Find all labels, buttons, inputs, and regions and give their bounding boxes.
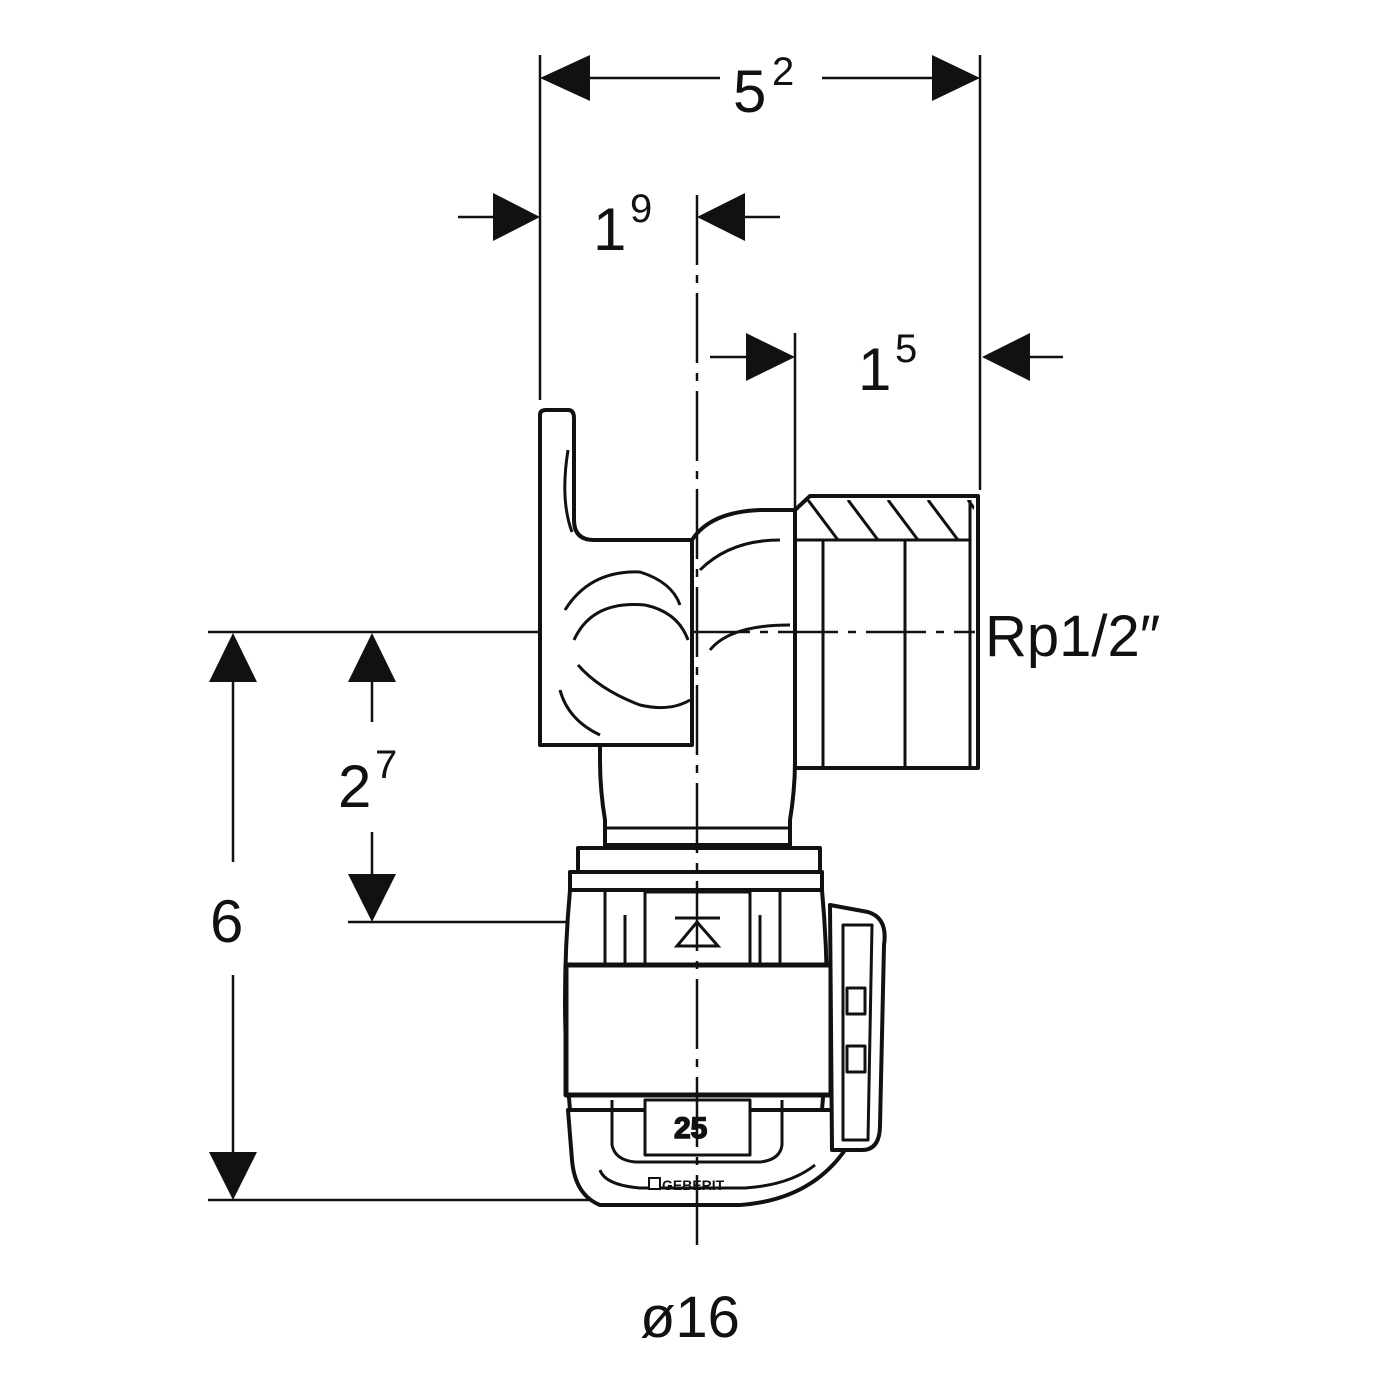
flange-to-axis-exponent: 9 [630, 187, 652, 231]
center-lines [690, 195, 975, 1255]
press-fitting-collar [563, 846, 847, 1207]
clip-detail-upper [845, 986, 867, 1016]
wall-flange [538, 408, 694, 747]
size-marking: 25 [674, 1112, 707, 1145]
overall-width-value: 5 [733, 58, 766, 125]
flange-to-axis-value: 1 [593, 196, 626, 263]
clip-detail-lower [845, 1044, 867, 1074]
clamp-band [563, 962, 834, 1098]
brand-marking: GEBERIT [662, 1177, 725, 1193]
elbow-body [598, 508, 797, 847]
overall-height-value: 6 [210, 888, 243, 955]
axis-to-marker-exponent: 7 [375, 743, 397, 787]
brand-logo-square [648, 1177, 661, 1190]
thread-hatching [806, 500, 975, 540]
release-clip [828, 903, 887, 1152]
axis-to-marker-value: 2 [338, 753, 371, 820]
thread-size-label: Rp1/2″ [985, 604, 1160, 669]
overall-width-exponent: 2 [772, 50, 794, 94]
thread-length-exponent: 5 [895, 327, 917, 371]
thread-length-value: 1 [858, 336, 891, 403]
dimension-arrows [209, 55, 1030, 1200]
pipe-diameter-label: ø16 [640, 1285, 740, 1350]
